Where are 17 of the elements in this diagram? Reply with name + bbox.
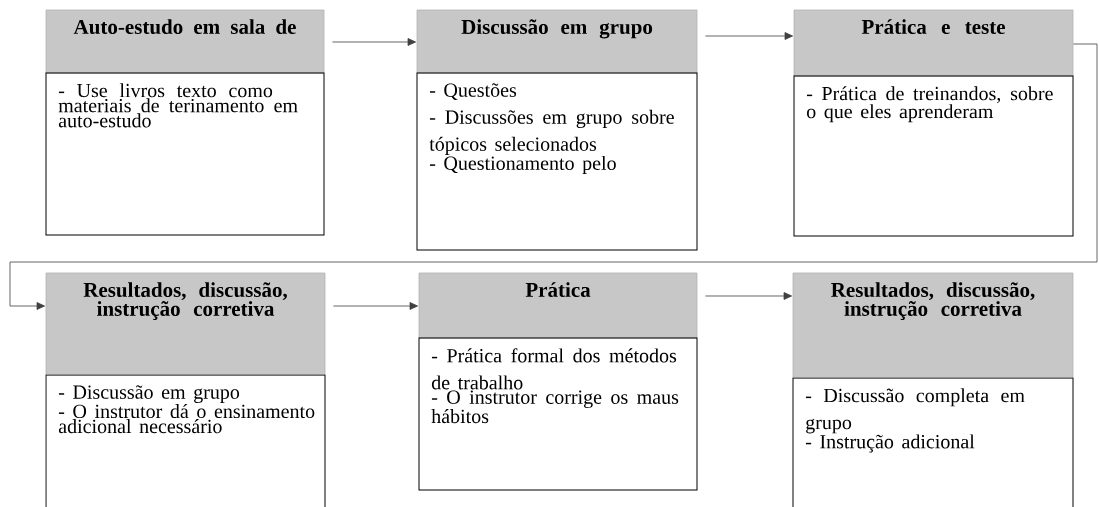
step-box: Discussão em grupo - Questões - Discussões em grupo sobre tópicos selecionados - Questionamento pelo <box>416 9 698 251</box>
arrow <box>332 38 416 46</box>
arrow <box>705 292 793 300</box>
arrow <box>705 32 794 40</box>
node-label: Discussão em grupo <box>461 19 653 39</box>
step-box: Auto-estudo em sala de - Use livros texto como materiais de terinamento em auto-estudo <box>45 9 325 236</box>
node-label: Prática e teste <box>861 19 1006 34</box>
node-label: Prática <box>525 282 591 297</box>
node-label: Auto-estudo em sala de <box>73 19 296 35</box>
node-label: Resultados, discussão, instrução corretiva <box>83 282 287 321</box>
step-box: Resultados, discussão, instrução corretiva - Discussão em grupo - O instrutor dá o ensinamento adicional necessário <box>45 272 326 507</box>
step-box: Resultados, discussão, instrução corretiva - Discussão completa em grupo - Instrução adicional <box>792 272 1074 507</box>
step-box: Prática e teste - Prática de treinandos, sobre o que eles aprenderam <box>793 9 1074 237</box>
arrow <box>9 43 1098 310</box>
arrow <box>333 302 418 310</box>
node-label: Resultados, discussão, instrução corretiva <box>831 282 1035 321</box>
step-box: Prática - Prática formal dos métodos de trabalho - O instrutor corrige os maus hábitos <box>418 272 698 491</box>
